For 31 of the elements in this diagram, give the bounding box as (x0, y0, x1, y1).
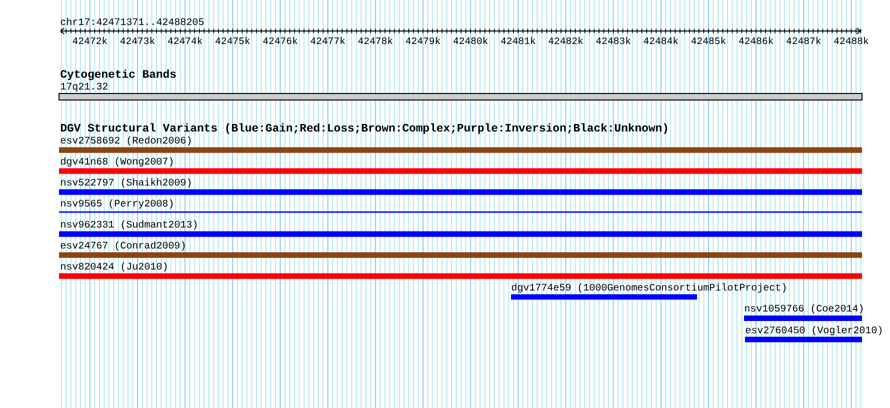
tick-label: 42487k (786, 36, 821, 44)
tick-label: 42483k (596, 36, 630, 44)
tick-label: 42477k (310, 36, 345, 44)
variant-label: esv24767 (Conrad2009) (60, 241, 185, 251)
variant-label: nsv9565 (Perry2008) (61, 199, 173, 209)
tick-label: 42475k (216, 36, 250, 44)
variant-label: dgv1774e59 (1000GenomesConsortiumPilotProject) (512, 283, 786, 293)
tick-label: 42474k (168, 36, 202, 44)
tick-label: 42472k (72, 36, 108, 44)
variant-label: nsv962331 (Sudmant2013) (61, 220, 197, 230)
tick-label: 42479k (406, 36, 440, 44)
variant-label: nsv522797 (Shaikh2009) (61, 178, 191, 188)
tick-label: 42486k (738, 36, 774, 44)
axis-label: chr17:42471371..42488205 (60, 18, 204, 26)
tick-label: 42473k (120, 36, 155, 44)
variant-label: dgv41n68 (Wong2007) (60, 157, 173, 167)
tick-label: 42480k (453, 36, 488, 44)
tick-label: 42481k (501, 36, 536, 44)
variant-label: nsv820424 (Ju2010) (61, 262, 167, 272)
tick-label: 42488k (834, 36, 868, 44)
variant-label: esv2758692 (Redon2006) (60, 136, 191, 146)
tick-label: 42484k (644, 36, 678, 44)
tick-label: 42482k (548, 36, 583, 44)
tick-label: 42485k (691, 36, 726, 44)
tick-label: 42478k (358, 36, 393, 44)
track-heading: Cytogenetic Bands (60, 69, 176, 80)
tick-label: 42476k (263, 36, 298, 44)
band-label: 17q21.32 (60, 82, 108, 92)
variant-label: nsv1059766 (Coe2014) (745, 304, 863, 314)
variant-label: esv2760450 (Vogler2010) (746, 326, 882, 336)
track-heading: DGV Structural Variants (Blue:Gain;Red:Loss;Brown:Complex;Purple:Inversion;Black:Unknown) (60, 123, 668, 134)
